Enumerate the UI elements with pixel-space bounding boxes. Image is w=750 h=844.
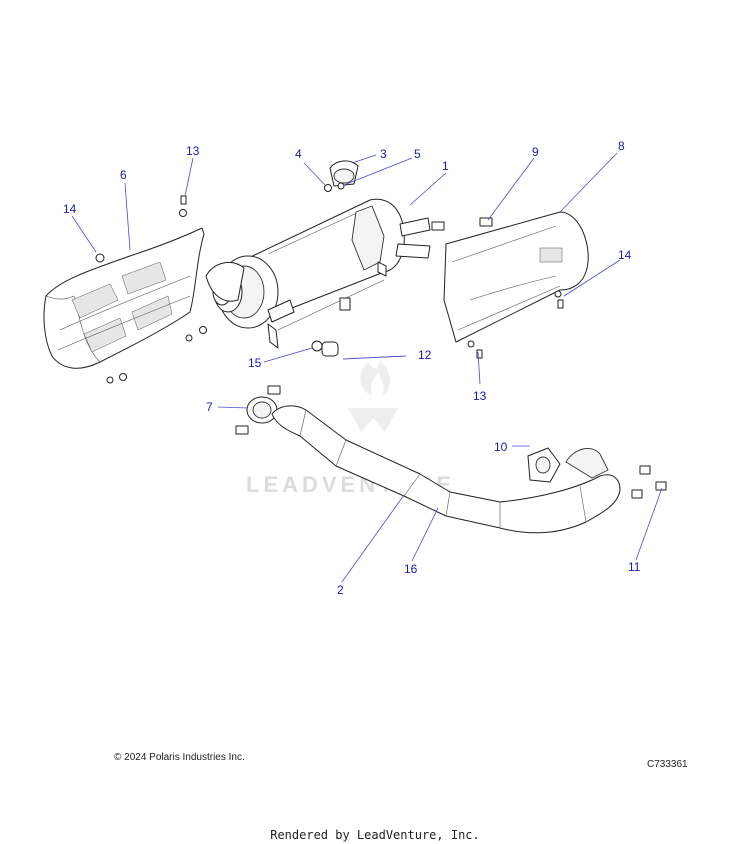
callout-8: 8 [618,139,625,153]
callout-14-left: 14 [63,202,77,216]
copyright-text: © 2024 Polaris Industries Inc. [114,752,245,763]
callout-12: 12 [418,348,432,362]
callout-14-right: 14 [618,248,632,262]
callout-2: 2 [337,583,344,597]
callout-1: 1 [442,159,449,173]
callout-15: 15 [248,356,262,370]
callout-11: 11 [628,560,641,574]
diagram-code: C733361 [647,759,688,770]
callout-6: 6 [120,168,127,182]
callout-13-bottom: 13 [473,389,487,403]
callout-3: 3 [380,147,387,161]
render-note: Rendered by LeadVenture, Inc. [270,828,480,842]
callout-16: 16 [404,562,418,576]
callout-13-top: 13 [186,144,200,158]
callout-10: 10 [494,440,508,454]
callout-5: 5 [414,147,421,161]
callout-9: 9 [532,145,539,159]
leader-lines [71,152,663,583]
callout-4: 4 [295,147,302,161]
callout-labels: 1 2 3 4 5 6 7 8 9 10 11 12 13 13 14 14 1… [63,139,641,597]
callout-7: 7 [206,400,213,414]
head-pipe [271,405,621,534]
heat-shield-left [43,227,205,369]
heat-shield-right [443,211,589,343]
muffler [205,198,431,349]
